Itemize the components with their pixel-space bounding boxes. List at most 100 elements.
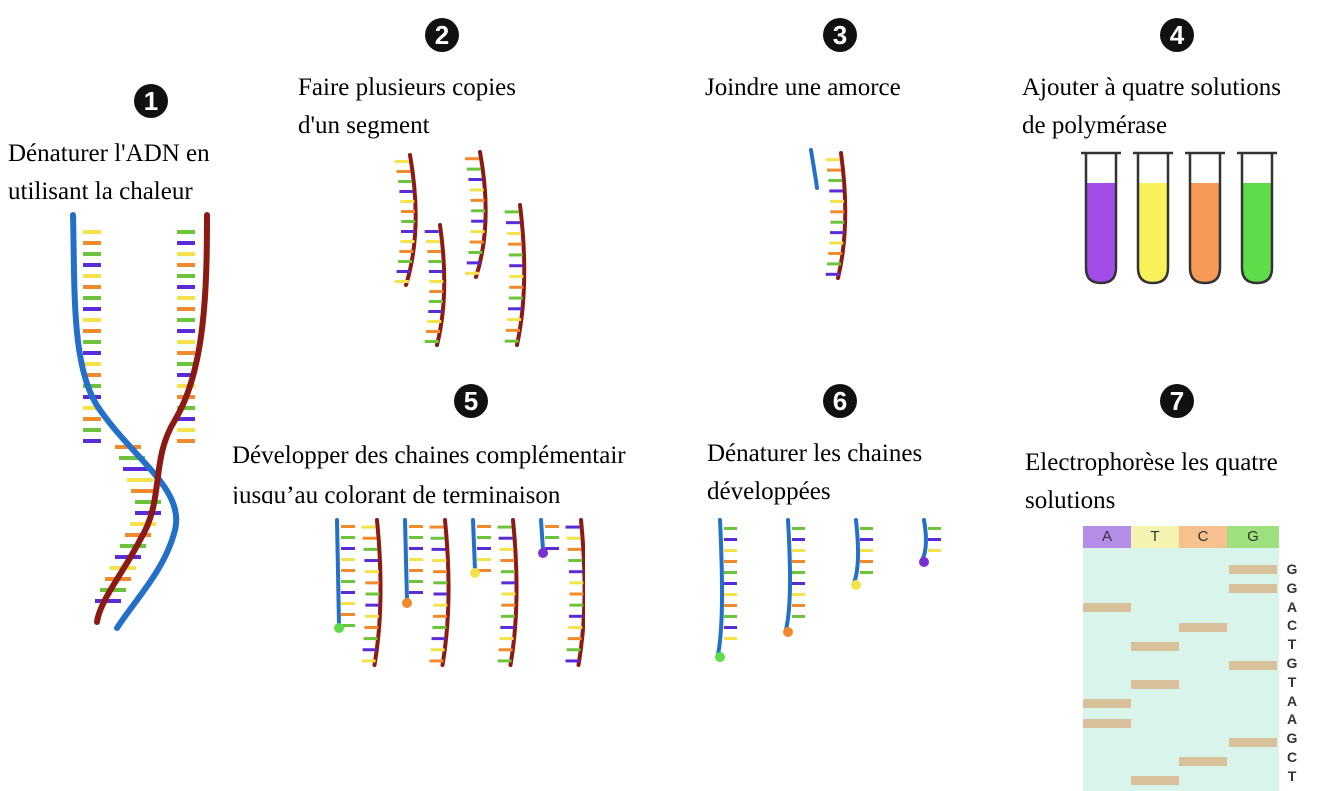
base-tick: [364, 548, 378, 551]
base-pair-tick: [177, 329, 195, 333]
extended-chain: [337, 520, 339, 625]
terminator-dye: [851, 580, 861, 590]
base-pair-tick: [177, 296, 195, 300]
step-7-caption-line1: Electrophorèse les quatre: [1025, 445, 1278, 480]
step-2-caption-line2: d'un segment: [298, 108, 430, 143]
base-tick: [341, 536, 355, 539]
primer-strand: [805, 148, 855, 283]
base-tick: [829, 242, 843, 245]
base-tick: [860, 527, 873, 530]
base-tick: [500, 548, 514, 551]
base-tick: [429, 290, 443, 293]
base-tick: [365, 570, 379, 573]
base-tick: [400, 240, 414, 243]
step-6-caption-line2: développées: [707, 474, 831, 509]
base-tick: [427, 250, 441, 253]
step-4-caption-line1: Ajouter à quatre solutions: [1022, 70, 1281, 105]
base-tick: [724, 593, 737, 596]
base-tick: [566, 659, 580, 662]
base-tick: [364, 626, 378, 629]
base-tick: [468, 251, 482, 254]
dna-strand: [476, 152, 486, 277]
gel-sequence-letter: G: [1284, 731, 1300, 746]
gel-band-a: [1083, 719, 1131, 728]
step-7-caption-line2: solutions: [1025, 483, 1115, 518]
base-tick: [724, 626, 737, 629]
base-tick: [401, 210, 415, 213]
base-tick: [568, 637, 582, 640]
base-tick: [477, 547, 491, 550]
base-tick: [365, 581, 379, 584]
base-tick: [792, 538, 805, 541]
base-tick: [568, 626, 582, 629]
base-tick: [429, 300, 443, 303]
denatured-chain: [786, 520, 790, 630]
base-tick: [505, 340, 519, 343]
base-tick: [829, 189, 843, 192]
gel-sequence-letter: G: [1284, 656, 1300, 671]
base-pair-tick: [177, 274, 195, 278]
base-tick: [467, 261, 481, 264]
base-pair-tick: [83, 362, 101, 366]
base-pair-tick: [83, 274, 101, 278]
extended-chain: [541, 520, 543, 550]
base-tick: [569, 570, 583, 573]
gel-sequence-letter: A: [1284, 712, 1300, 727]
base-tick: [399, 250, 413, 253]
base-pair-tick: [83, 241, 101, 245]
base-tick: [724, 527, 737, 530]
base-tick: [501, 604, 515, 607]
base-tick: [409, 525, 423, 528]
base-tick: [425, 230, 439, 233]
base-tick: [570, 593, 584, 596]
base-tick: [433, 615, 447, 618]
base-tick: [432, 559, 446, 562]
base-tick: [426, 330, 440, 333]
base-tick: [928, 527, 941, 530]
base-pair-tick: [83, 417, 101, 421]
step-4-number: 4: [1160, 18, 1194, 52]
base-tick: [501, 615, 515, 618]
tube-liquid: [1190, 183, 1220, 283]
base-pair-tick: [177, 428, 195, 432]
base-tick: [792, 560, 805, 563]
base-tick: [928, 549, 941, 552]
base-tick: [432, 626, 446, 629]
step-2-caption-line1: Faire plusieurs copies: [298, 70, 516, 105]
base-tick: [827, 262, 841, 265]
base-tick: [505, 210, 519, 213]
base-tick: [826, 273, 840, 276]
base-tick: [430, 659, 444, 662]
base-tick: [498, 526, 512, 529]
base-tick: [860, 549, 873, 552]
base-tick: [830, 210, 844, 213]
gel-band-g: [1229, 661, 1277, 670]
step-2-number: 2: [425, 18, 459, 52]
base-tick: [470, 241, 484, 244]
base-tick: [341, 525, 355, 528]
step-5-caption-line2: jusqu’au colorant de terminaison: [232, 478, 704, 504]
base-tick: [860, 571, 873, 574]
base-tick: [724, 582, 737, 585]
base-pair-tick: [125, 533, 151, 537]
gel-band-g: [1229, 565, 1277, 574]
base-tick: [471, 209, 485, 212]
base-tick: [567, 537, 581, 540]
base-tick: [477, 536, 491, 539]
gel-sequence-letter: A: [1284, 600, 1300, 615]
base-tick: [724, 615, 737, 618]
base-tick: [545, 536, 559, 539]
base-tick: [428, 260, 442, 263]
base-tick: [409, 558, 423, 561]
base-tick: [792, 571, 805, 574]
base-pair-tick: [83, 329, 101, 333]
base-pair-tick: [177, 230, 195, 234]
base-tick: [826, 158, 840, 161]
base-pair-tick: [177, 285, 195, 289]
base-tick: [566, 526, 580, 529]
gel-lane-g-header: G: [1227, 526, 1279, 548]
base-pair-tick: [83, 230, 101, 234]
base-tick: [830, 231, 844, 234]
base-pair-tick: [177, 362, 195, 366]
base-tick: [928, 538, 941, 541]
